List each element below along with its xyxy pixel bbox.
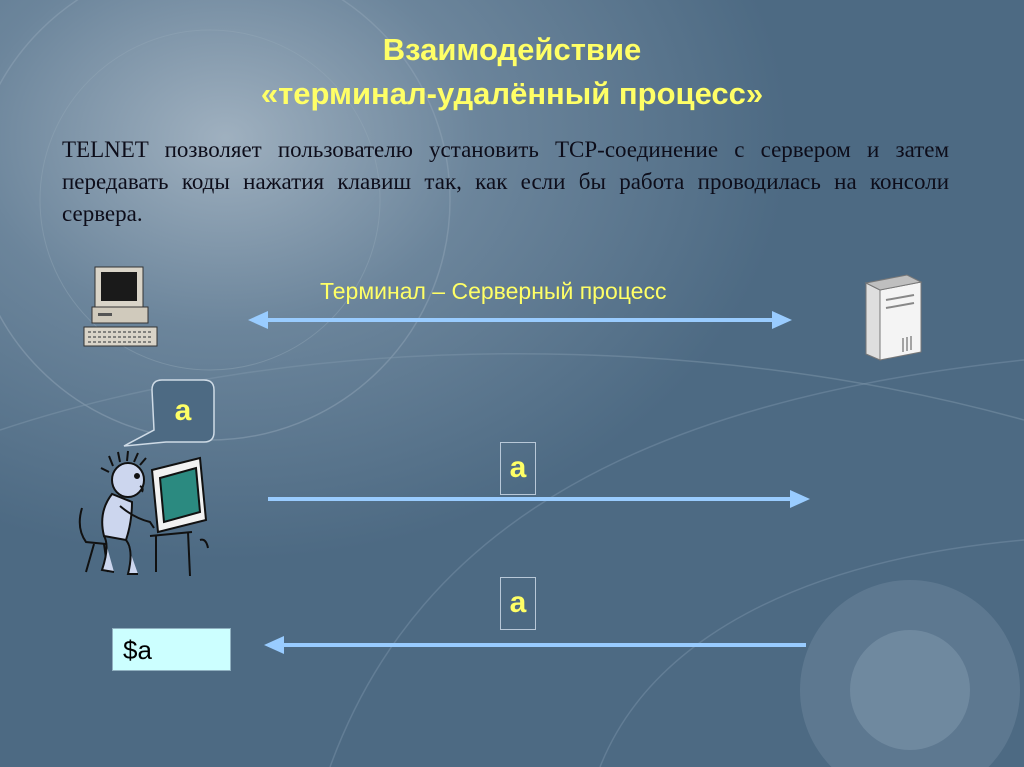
server-icon [866, 275, 921, 360]
packet-back: a [500, 577, 536, 630]
packet-forward: a [500, 442, 536, 495]
terminal-output: $a [112, 628, 231, 671]
return-arrow [264, 636, 806, 654]
bidirectional-arrow [248, 311, 792, 329]
forward-arrow [268, 490, 810, 508]
user-at-computer-figure [80, 451, 208, 576]
speech-char: a [152, 386, 214, 436]
computer-icon [84, 267, 157, 346]
